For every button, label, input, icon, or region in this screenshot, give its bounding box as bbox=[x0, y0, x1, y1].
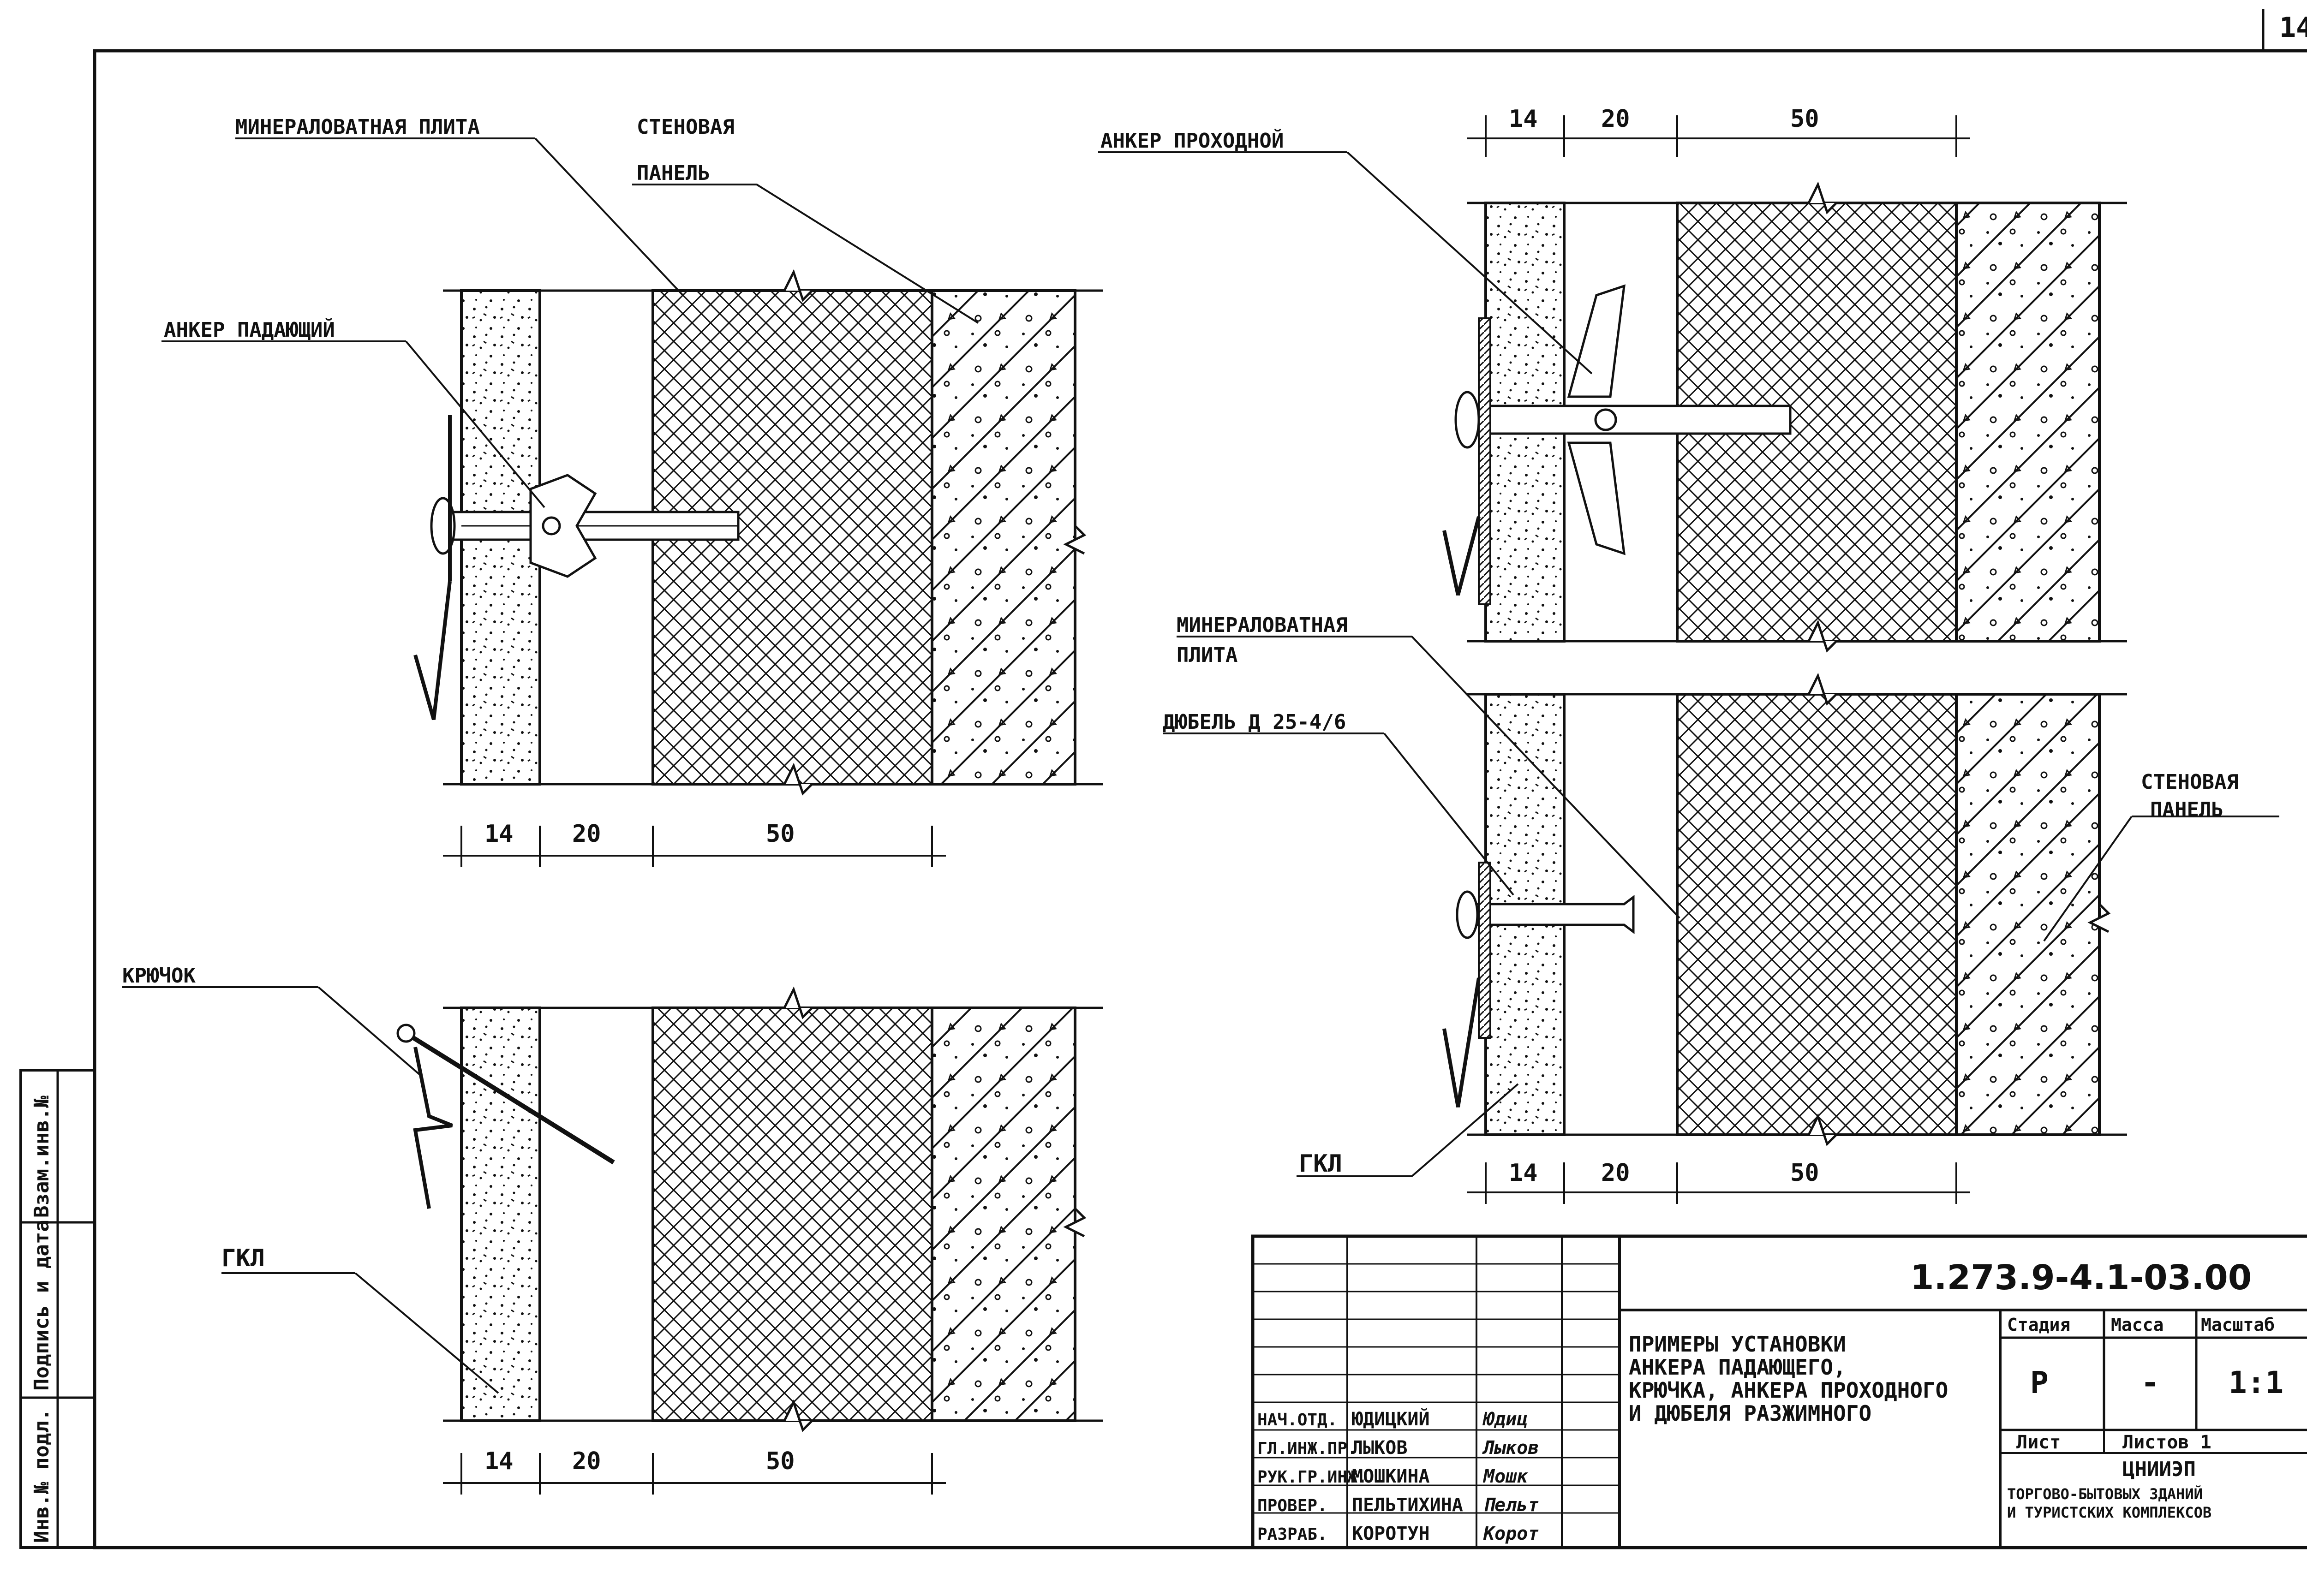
person-signature: Пельт bbox=[1483, 1495, 1539, 1516]
side-stamp: Инв.№ подл. Подпись и дата Взам.инв.№ bbox=[19, 1069, 96, 1549]
sheet-frame bbox=[93, 9, 2307, 1549]
title-line-4: И ДЮБЕЛЯ РАЗЖИМНОГО bbox=[1629, 1401, 1871, 1426]
side-stamp-inv: Инв.№ подл. bbox=[30, 1409, 54, 1543]
value-mass: - bbox=[2141, 1365, 2159, 1400]
label-wall-panel-1: СТЕНОВАЯ bbox=[637, 115, 735, 139]
title-line-3: КРЮЧКА, АНКЕРА ПРОХОДНОГО bbox=[1629, 1378, 1948, 1403]
label-mineral-slab: МИНЕРАЛОВАТНАЯ ПЛИТА bbox=[235, 115, 480, 139]
side-stamp-replace: Взам.инв.№ bbox=[30, 1096, 54, 1218]
value-scale: 1:1 bbox=[2229, 1365, 2283, 1400]
person-name: ПЕЛЬТИХИНА bbox=[1352, 1495, 1463, 1516]
org-line-3: И ТУРИСТСКИХ КОМПЛЕКСОВ bbox=[2007, 1504, 2211, 1521]
person-name: ЮДИЦКИЙ bbox=[1352, 1408, 1430, 1430]
org-line-2: ТОРГОВО-БЫТОВЫХ ЗДАНИЙ bbox=[2007, 1485, 2203, 1503]
dim-50: 50 bbox=[1790, 1159, 1819, 1187]
dim-50: 50 bbox=[766, 820, 795, 848]
label-gkl-2: ГКЛ bbox=[1299, 1150, 1342, 1178]
person-name: ЛЫКОВ bbox=[1352, 1437, 1407, 1459]
dimension-line bbox=[1467, 1162, 1970, 1204]
label-wall-panel-4: ПАНЕЛЬ bbox=[2150, 798, 2223, 822]
header-mass: Масса bbox=[2111, 1315, 2164, 1335]
dimension-line bbox=[443, 1453, 946, 1495]
label-wall-panel-2: ПАНЕЛЬ bbox=[637, 161, 710, 185]
label-anchor-through: АНКЕР ПРОХОДНОЙ bbox=[1100, 128, 1284, 153]
person-name: КОРОТУН bbox=[1352, 1523, 1430, 1544]
label-hook: КРЮЧОК bbox=[122, 964, 196, 988]
value-stage: Р bbox=[2030, 1365, 2049, 1400]
label-dowel: ДЮБЕЛЬ Д 25-4/6 bbox=[1163, 710, 1346, 734]
person-signature: Юдиц bbox=[1482, 1409, 1528, 1430]
sheets-label: Листов 1 bbox=[2122, 1432, 2211, 1453]
title-block bbox=[1251, 1234, 2307, 1549]
label-wall-panel-3: СТЕНОВАЯ bbox=[2141, 770, 2239, 794]
person-role: РАЗРАБ. bbox=[1257, 1525, 1327, 1544]
label-mineral-2: ПЛИТА bbox=[1177, 643, 1237, 667]
person-role: ПРОВЕР. bbox=[1257, 1496, 1327, 1515]
dim-14: 14 bbox=[484, 1447, 514, 1475]
sheet-label: Лист bbox=[2016, 1432, 2061, 1453]
person-signature: Лыков bbox=[1482, 1437, 1539, 1459]
person-name: МОШКИНА bbox=[1352, 1466, 1430, 1487]
title-line-1: ПРИМЕРЫ УСТАНОВКИ bbox=[1629, 1332, 1846, 1357]
org-line-1: ЦНИИЭП bbox=[2122, 1458, 2196, 1481]
header-stage: Стадия bbox=[2007, 1315, 2070, 1335]
dim-20: 20 bbox=[1601, 1159, 1630, 1187]
drawing-code: 1.273.9-4.1-03.00 bbox=[1910, 1258, 2252, 1298]
label-anchor-falling: АНКЕР ПАДАЮЩИЙ bbox=[164, 317, 335, 342]
dim-50: 50 bbox=[1790, 105, 1819, 133]
dimension-line bbox=[443, 826, 946, 867]
view-hook: КРЮЧОК ГКЛ 14 20 50 bbox=[122, 964, 1103, 1495]
title-line-2: АНКЕРА ПАДАЮЩЕГО, bbox=[1629, 1355, 1846, 1380]
header-scale: Масштаб bbox=[2201, 1315, 2275, 1335]
dim-20: 20 bbox=[572, 1447, 601, 1475]
person-role: РУК.ГР.ИНЖ. bbox=[1257, 1468, 1367, 1487]
dim-20: 20 bbox=[572, 820, 601, 848]
side-stamp-sign: Подпись и дата bbox=[30, 1220, 54, 1391]
person-role: ГЛ.ИНЖ.ПР. bbox=[1257, 1439, 1357, 1458]
dim-14: 14 bbox=[1509, 1159, 1538, 1187]
dimension-line bbox=[1467, 115, 1970, 157]
sheet-number: 14 bbox=[2279, 12, 2307, 44]
person-signature: Мошк bbox=[1482, 1466, 1529, 1487]
label-mineral-1: МИНЕРАЛОВАТНАЯ bbox=[1177, 613, 1348, 637]
view-dowel: МИНЕРАЛОВАТНАЯ ПЛИТА ДЮБЕЛЬ Д 25-4/6 ГКЛ… bbox=[1163, 613, 2279, 1204]
person-role: НАЧ.ОТД. bbox=[1257, 1411, 1337, 1429]
dim-14: 14 bbox=[1509, 105, 1538, 133]
label-gkl-1: ГКЛ bbox=[221, 1245, 265, 1272]
dim-20: 20 bbox=[1601, 105, 1630, 133]
view-through-anchor: АНКЕР ПРОХОДНОЙ 14 20 50 bbox=[1098, 105, 2127, 653]
dim-14: 14 bbox=[484, 820, 514, 848]
dim-50: 50 bbox=[766, 1447, 795, 1475]
view-falling-anchor: МИНЕРАЛОВАТНАЯ ПЛИТА СТЕНОВАЯ ПАНЕЛЬ АНК… bbox=[161, 115, 1103, 867]
person-signature: Корот bbox=[1483, 1523, 1539, 1544]
